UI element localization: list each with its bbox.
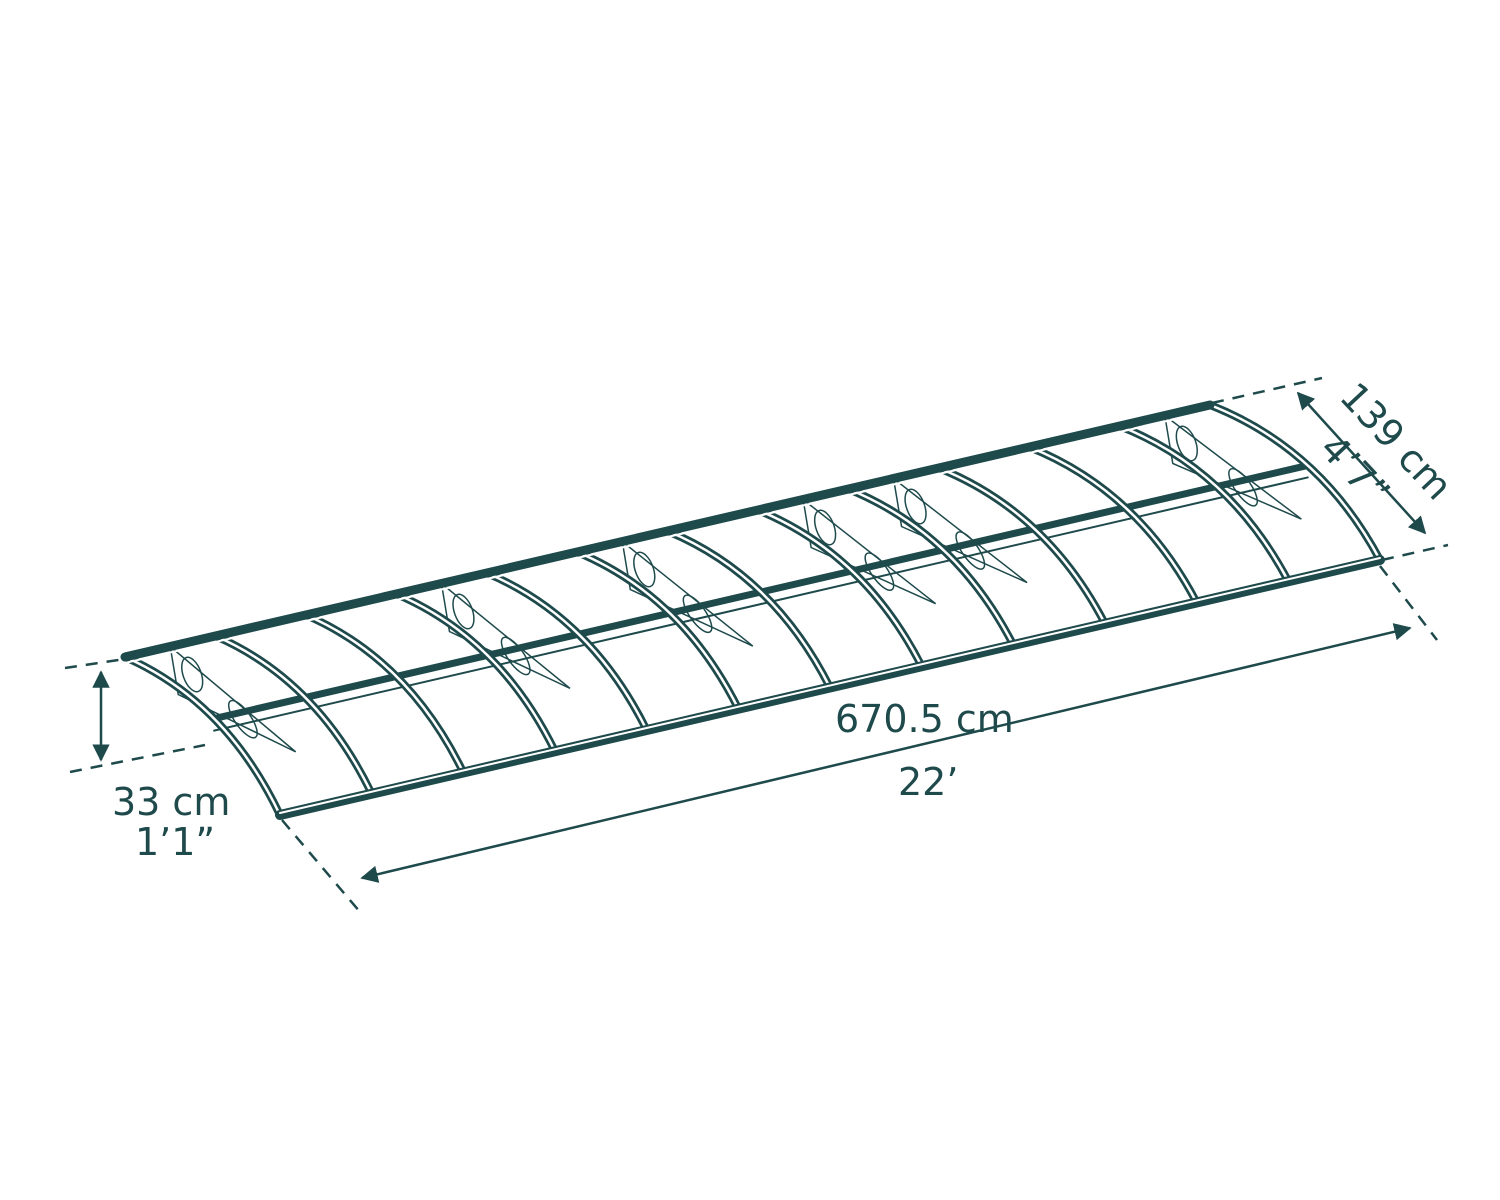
wall-bracket <box>1163 413 1302 520</box>
wall-bracket <box>802 497 937 605</box>
rib-highlight <box>214 634 373 795</box>
rib-highlight <box>1027 445 1198 604</box>
bracket-cutout <box>227 699 258 739</box>
length-arrow <box>360 623 1412 883</box>
bracket-cutout <box>864 552 895 591</box>
depth-extension-back <box>1211 376 1323 405</box>
front-gutter-rail-highlight <box>279 557 1381 814</box>
wall-bracket <box>169 644 297 753</box>
back-wall-rail-highlight <box>124 410 1211 664</box>
height-metric-label: 33 cm <box>112 780 230 824</box>
wall-bracket <box>892 476 1028 584</box>
back-wall-rail <box>120 400 1215 662</box>
rib-highlight <box>123 655 282 817</box>
bracket-cutout <box>904 488 927 525</box>
length-metric-label: 670.5 cm <box>835 697 1014 741</box>
rib-highlight <box>937 466 1107 625</box>
height-imperial-label: 1’1” <box>135 820 215 864</box>
bracket-cutout <box>180 656 204 693</box>
length-extension-left <box>281 819 361 913</box>
wall-bracket <box>621 539 754 647</box>
dimension-lines <box>64 376 1449 913</box>
bracket-cutout <box>955 531 986 570</box>
height-extension-bottom <box>69 743 206 774</box>
depth-extension-front <box>1381 543 1449 562</box>
awning-frame <box>120 400 1385 820</box>
length-extension-right <box>1379 565 1438 641</box>
bracket-cutout <box>813 509 837 546</box>
bracket-cutout <box>1175 425 1199 462</box>
depth-arrow <box>1296 391 1427 535</box>
rib-highlight <box>847 487 1015 647</box>
front-gutter-rail <box>275 555 1385 820</box>
length-imperial-label: 22’ <box>898 760 958 804</box>
height-extension-top <box>64 657 126 670</box>
bracket-cutout <box>633 551 656 588</box>
rib-highlight <box>1118 424 1290 583</box>
bracket-cutout <box>1228 467 1259 507</box>
